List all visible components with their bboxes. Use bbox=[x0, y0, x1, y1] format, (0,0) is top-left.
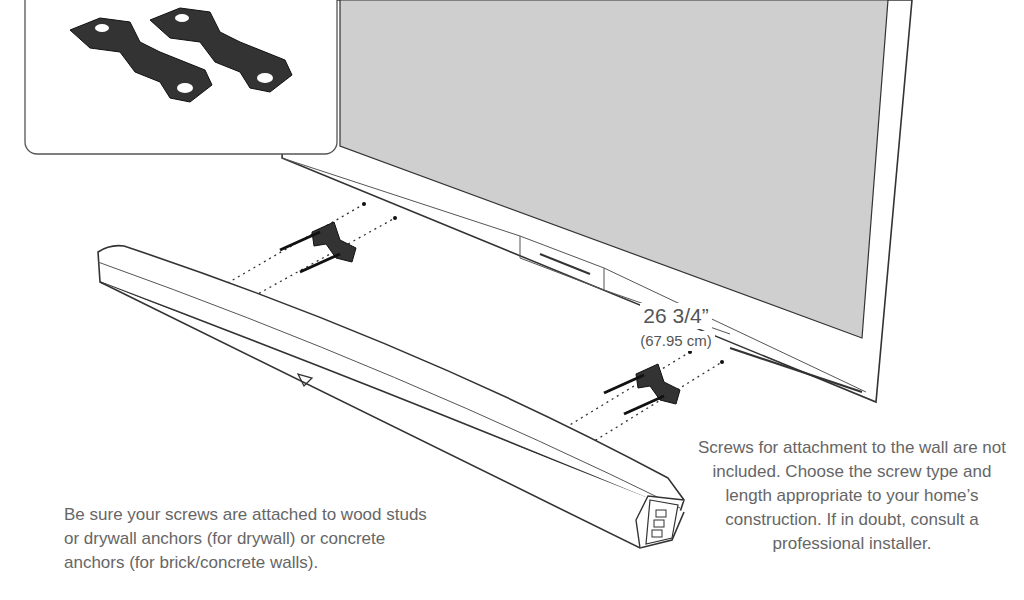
tv-edge bbox=[604, 290, 730, 334]
tv-logo-strip bbox=[520, 236, 604, 290]
note-text: Screws for attachment to the wall are no… bbox=[696, 436, 1008, 556]
bracket-pair bbox=[70, 8, 292, 102]
soundbar bbox=[98, 246, 684, 548]
tv-detail bbox=[540, 254, 590, 274]
dimension-metric: (67.95 cm) bbox=[637, 331, 715, 351]
dimension-value: 26 3/4” bbox=[640, 303, 711, 329]
tv-screen bbox=[340, 0, 888, 338]
tv-detail bbox=[730, 348, 862, 392]
inset-box bbox=[25, 0, 337, 154]
note-text: Be sure your screws are attached to wood… bbox=[64, 503, 436, 575]
